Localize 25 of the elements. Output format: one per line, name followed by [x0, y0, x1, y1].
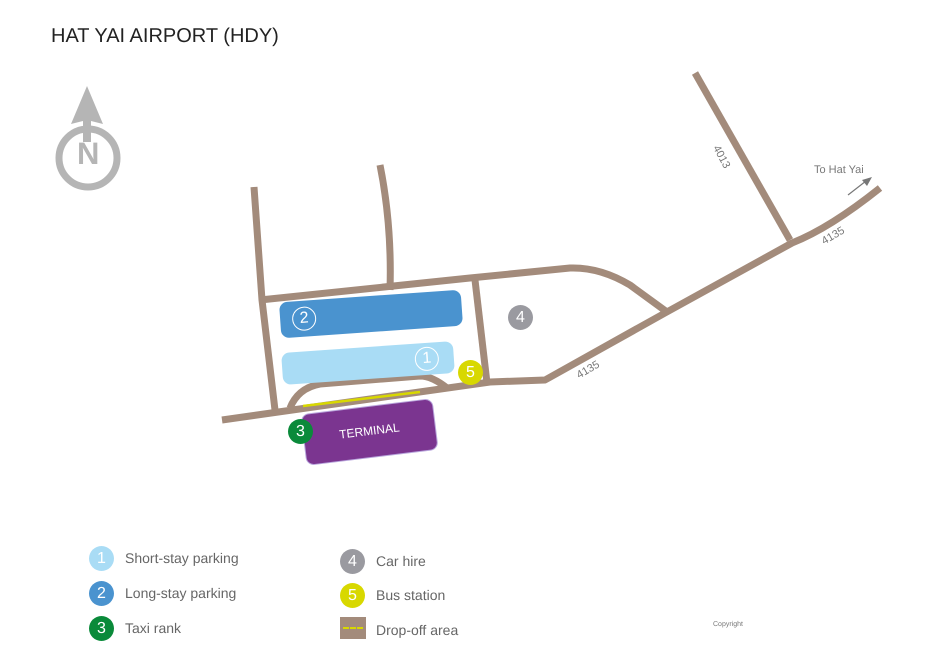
- legend-number: 2: [96, 584, 107, 604]
- road-number: 4013: [710, 143, 732, 171]
- legend-text: Short-stay parking: [125, 550, 239, 566]
- legend-number: 4: [347, 552, 358, 572]
- legend-text: Drop-off area: [376, 622, 458, 638]
- legend-number: 5: [347, 586, 358, 606]
- marker-number: 1: [414, 346, 440, 372]
- map-marker: 4: [508, 305, 533, 330]
- parking-area: [281, 341, 455, 385]
- map-marker: 5: [458, 360, 483, 385]
- legend-text: Car hire: [376, 553, 426, 569]
- road-number: 4135: [574, 358, 602, 382]
- destination-label: To Hat Yai: [814, 164, 864, 176]
- legend-number: 1: [96, 549, 107, 569]
- marker-number: 2: [291, 306, 317, 332]
- road-number: 4135: [820, 224, 847, 248]
- map-marker: 3: [288, 419, 313, 444]
- north-letter: N: [77, 138, 100, 169]
- legend-text: Taxi rank: [125, 620, 182, 636]
- legend-text: Bus station: [376, 587, 446, 603]
- map-title: HAT YAI AIRPORT (HDY): [51, 25, 279, 48]
- legend-number: 3: [96, 619, 107, 639]
- legend-text: Long-stay parking: [125, 585, 236, 601]
- building-label: TERMINAL: [337, 419, 402, 444]
- parking-area: [278, 290, 464, 338]
